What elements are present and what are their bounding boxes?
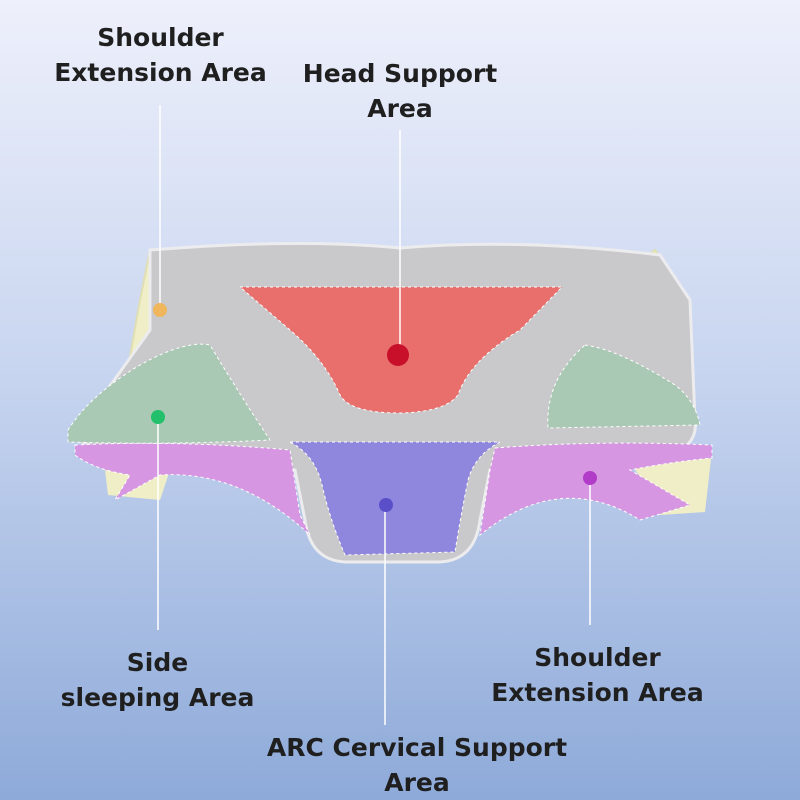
- label-line: Area: [384, 768, 450, 797]
- label-line: Shoulder: [534, 643, 661, 672]
- label-line: Area: [367, 94, 433, 123]
- label-line: sleeping Area: [60, 683, 255, 712]
- marker-shoulder-bottom: [583, 471, 597, 485]
- label-line: Head Support: [302, 59, 498, 88]
- label-shoulder-bottom-right: Shoulder Extension Area: [490, 640, 705, 710]
- side-zone-right: [547, 344, 701, 429]
- shoulder-panel-bottom-right: [630, 450, 712, 515]
- label-line: Extension Area: [54, 58, 267, 87]
- arc-zone: [289, 441, 501, 556]
- label-line: Extension Area: [491, 678, 704, 707]
- label-line: Side: [126, 648, 189, 677]
- marker-arc: [379, 498, 393, 512]
- marker-shoulder-top: [153, 303, 167, 317]
- label-shoulder-top-left: Shoulder Extension Area: [48, 20, 273, 90]
- side-zone-left: [67, 343, 271, 444]
- label-head-support: Head Support Area: [290, 56, 510, 126]
- lower-shoulder-zone-left: [74, 442, 311, 536]
- label-line: Shoulder: [97, 23, 224, 52]
- lower-shoulder-zone-right: [479, 442, 713, 537]
- label-arc-cervical: ARC Cervical Support Area: [262, 730, 572, 800]
- label-side-sleeping: Side sleeping Area: [60, 645, 255, 715]
- marker-head: [387, 344, 409, 366]
- marker-side: [151, 410, 165, 424]
- label-line: ARC Cervical Support: [266, 733, 568, 762]
